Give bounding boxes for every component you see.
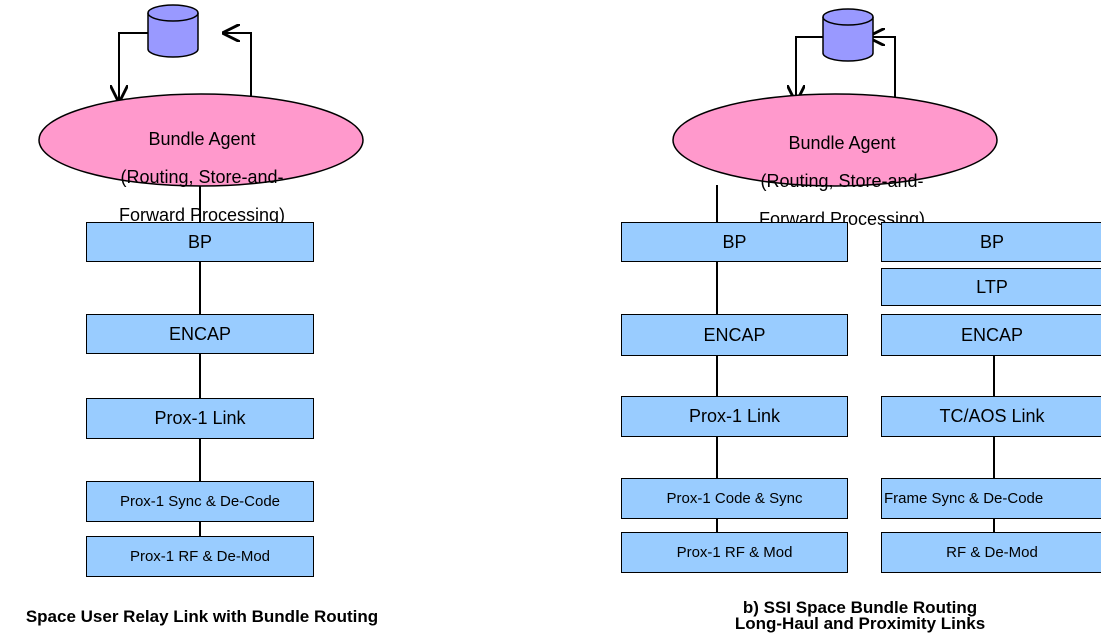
prox1-sync-decode-layer: Prox-1 Sync & De-Code (86, 481, 314, 522)
prox1-rf-mod-layer: Prox-1 RF & Mod (621, 532, 848, 573)
stack-a-storage-loop (119, 33, 252, 101)
tc-aos-link-layer: TC/AOS Link (881, 396, 1101, 437)
agent-line-3: Forward Processing) (118, 205, 286, 225)
bundle-agent-label: Bundle Agent (Routing, Store-and- Forwar… (730, 115, 954, 229)
agent-line-1: Bundle Agent (148, 129, 256, 149)
bundle-agent-ellipse (38, 93, 364, 187)
prox1-code-sync-layer: Prox-1 Code & Sync (621, 478, 848, 519)
ltp-layer: LTP (881, 268, 1101, 306)
agent-line-1: Bundle Agent (788, 133, 896, 153)
caption-b-line-1: b) SSI Space Bundle Routing (742, 598, 978, 617)
encap-layer-left: ENCAP (621, 314, 848, 356)
database-cylinder-icon (147, 4, 199, 58)
prox1-rf-demod-layer: Prox-1 RF & De-Mod (86, 536, 314, 577)
bp-layer-left: BP (621, 222, 848, 262)
encap-layer-right: ENCAP (881, 314, 1101, 356)
database-cylinder-icon (822, 8, 874, 62)
caption-b-line-2: Long-Haul and Proximity Links (734, 614, 986, 633)
caption-b: b) SSI Space Bundle Routing Long-Haul an… (700, 598, 1020, 633)
prox1-link-layer: Prox-1 Link (86, 398, 314, 439)
bp-layer-right: BP (881, 222, 1101, 262)
bundle-agent-label: Bundle Agent (Routing, Store-and- Forwar… (90, 111, 314, 225)
encap-layer: ENCAP (86, 314, 314, 354)
prox1-link-layer-left: Prox-1 Link (621, 396, 848, 437)
bp-layer: BP (86, 222, 314, 262)
bundle-agent-ellipse (672, 93, 998, 187)
rf-demod-layer: RF & De-Mod (881, 532, 1101, 573)
frame-sync-decode-layer: Frame Sync & De-Code (881, 478, 1101, 519)
caption-a: Space User Relay Link with Bundle Routin… (25, 607, 379, 626)
stack-b-connectors (716, 185, 995, 533)
agent-line-2: (Routing, Store-and- (120, 167, 284, 187)
stack-b-storage-loop (796, 37, 896, 101)
agent-line-2: (Routing, Store-and- (760, 171, 924, 191)
